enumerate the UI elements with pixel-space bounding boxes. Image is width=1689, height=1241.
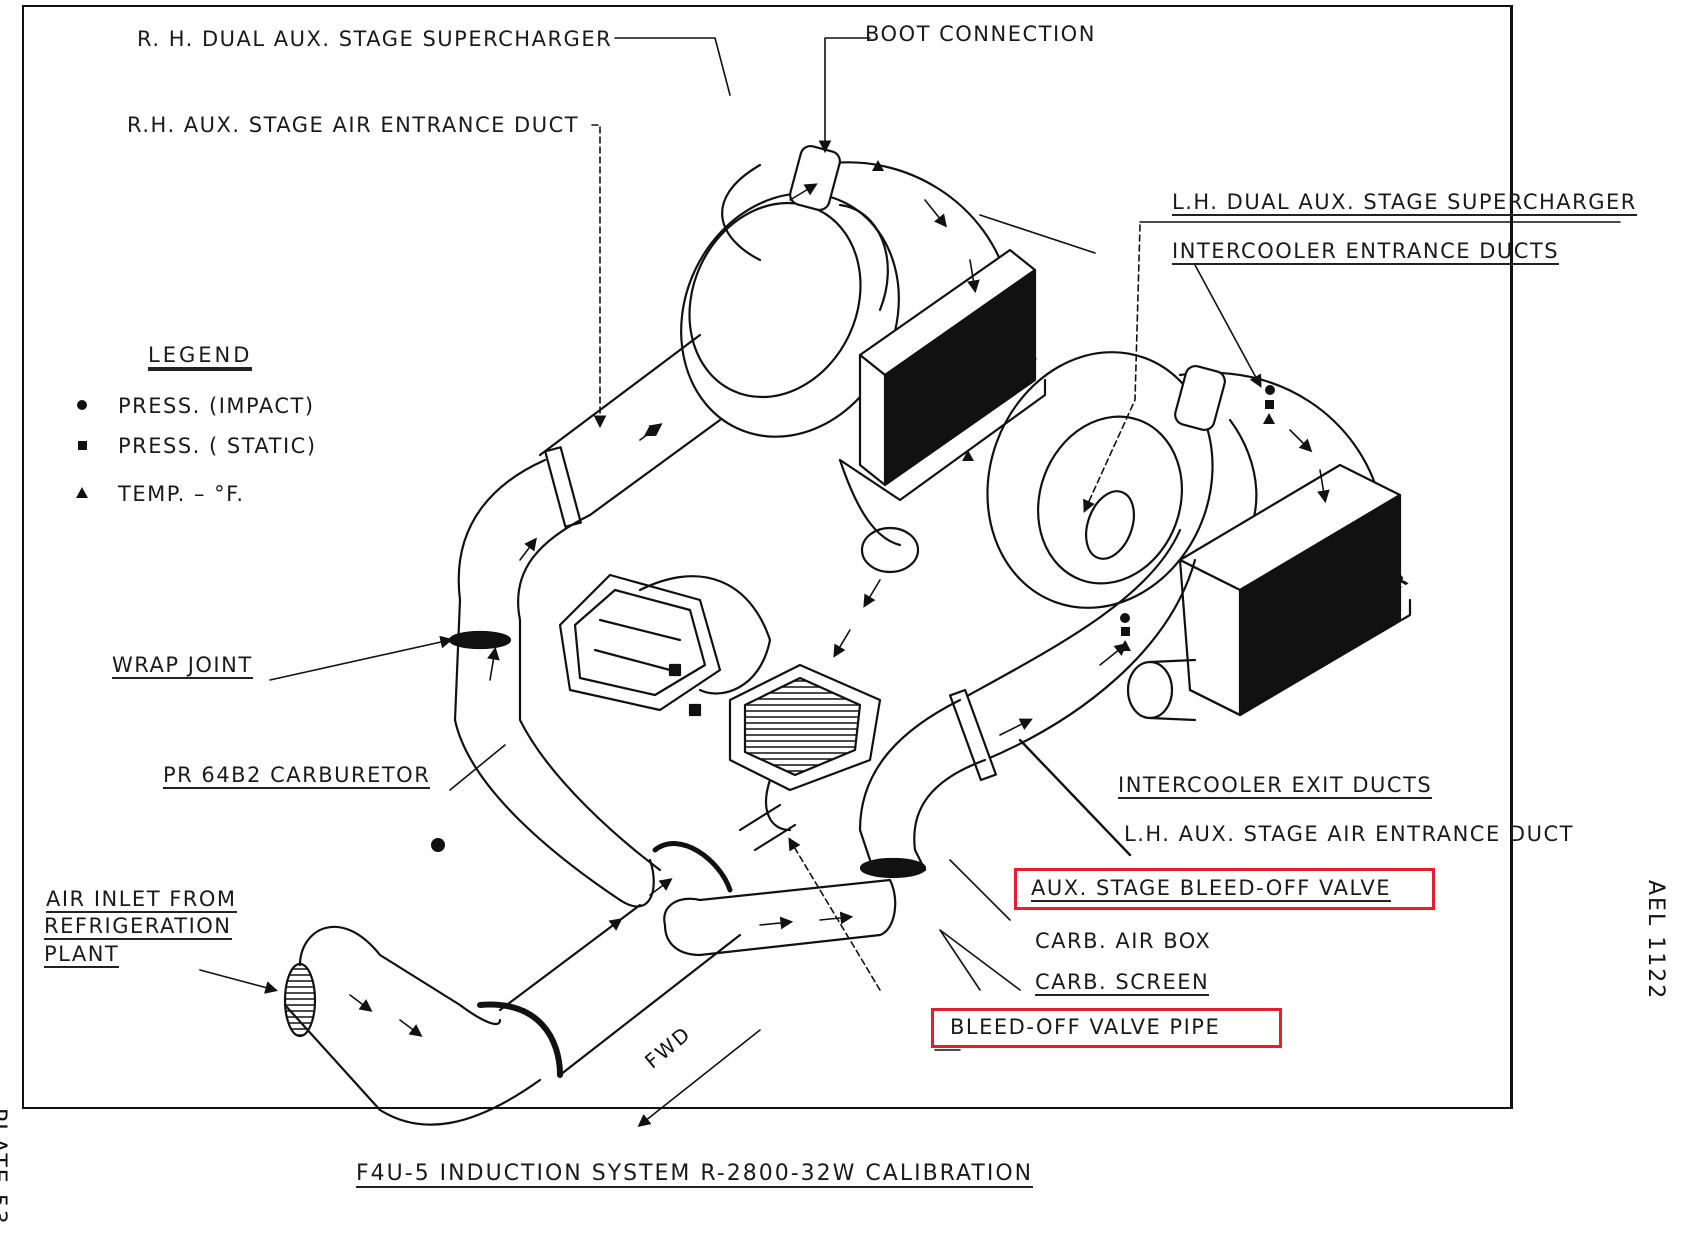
label-bleed-off-valve: AUX. STAGE BLEED-OFF VALVE — [1031, 876, 1391, 902]
air-inlet-elbow — [283, 903, 742, 1126]
label-air-inlet-line3: PLANT — [44, 942, 120, 968]
label-intercooler-entrance: INTERCOOLER ENTRANCE DUCTS — [1172, 239, 1560, 265]
right-intercooler: RIGHT INTERCOOLER — [838, 248, 1047, 574]
bleed-off-pipe — [652, 803, 897, 957]
carburetor — [558, 573, 882, 832]
highlight-bleed-off-valve — [1014, 868, 1435, 910]
document-code: AEL 1122 — [1643, 880, 1668, 1001]
square-icon — [70, 438, 94, 454]
highlight-bleed-off-pipe — [931, 1008, 1282, 1048]
left-intercooler: LEFT INTERCOOLER — [1126, 463, 1414, 722]
legend-item-impact: PRESS. (IMPACT) — [70, 394, 315, 418]
rh-entrance-duct — [448, 333, 722, 908]
drawing-title: F4U-5 INDUCTION SYSTEM R-2800-32W CALIBR… — [356, 1161, 1034, 1188]
rh-supercharger — [680, 144, 1012, 438]
label-air-inlet-line1: AIR INLET FROM — [46, 887, 237, 913]
label-lh-supercharger: L.H. DUAL AUX. STAGE SUPERCHARGER — [1172, 190, 1637, 216]
label-rh-entrance-duct: R.H. AUX. STAGE AIR ENTRANCE DUCT — [127, 113, 580, 137]
label-lh-entrance-duct: L.H. AUX. STAGE AIR ENTRANCE DUCT — [1124, 822, 1574, 846]
legend-item-static: PRESS. ( STATIC) — [70, 434, 317, 458]
legend-label: PRESS. ( STATIC) — [118, 434, 317, 458]
instrument-markers — [431, 160, 1275, 852]
legend-heading: LEGEND — [148, 343, 253, 371]
label-wrap-joint: WRAP JOINT — [112, 653, 253, 679]
label-intercooler-exit: INTERCOOLER EXIT DUCTS — [1118, 773, 1433, 799]
lh-entrance-duct — [858, 528, 1197, 879]
label-rh-supercharger: R. H. DUAL AUX. STAGE SUPERCHARGER — [137, 27, 613, 51]
label-carb-screen: CARB. SCREEN — [1035, 970, 1210, 996]
label-boot-connection: BOOT CONNECTION — [865, 22, 1096, 46]
legend-label: TEMP. – °F. — [118, 482, 245, 506]
legend-label: PRESS. (IMPACT) — [118, 394, 315, 418]
legend-item-temp: TEMP. – °F. — [70, 482, 245, 506]
leader-lines — [199, 37, 1621, 1127]
label-bleed-off-pipe: BLEED-OFF VALVE PIPE — [950, 1015, 1221, 1039]
plate-number: PLATE 53 — [0, 1108, 10, 1226]
lh-supercharger — [986, 351, 1382, 609]
triangle-icon — [70, 486, 94, 502]
drawing-border — [22, 5, 1513, 1109]
circle-icon — [70, 398, 94, 414]
label-air-inlet-line2: REFRIGERATION — [44, 914, 232, 940]
label-carb-air-box: CARB. AIR BOX — [1035, 929, 1212, 953]
label-carburetor: PR 64B2 CARBURETOR — [163, 763, 431, 789]
